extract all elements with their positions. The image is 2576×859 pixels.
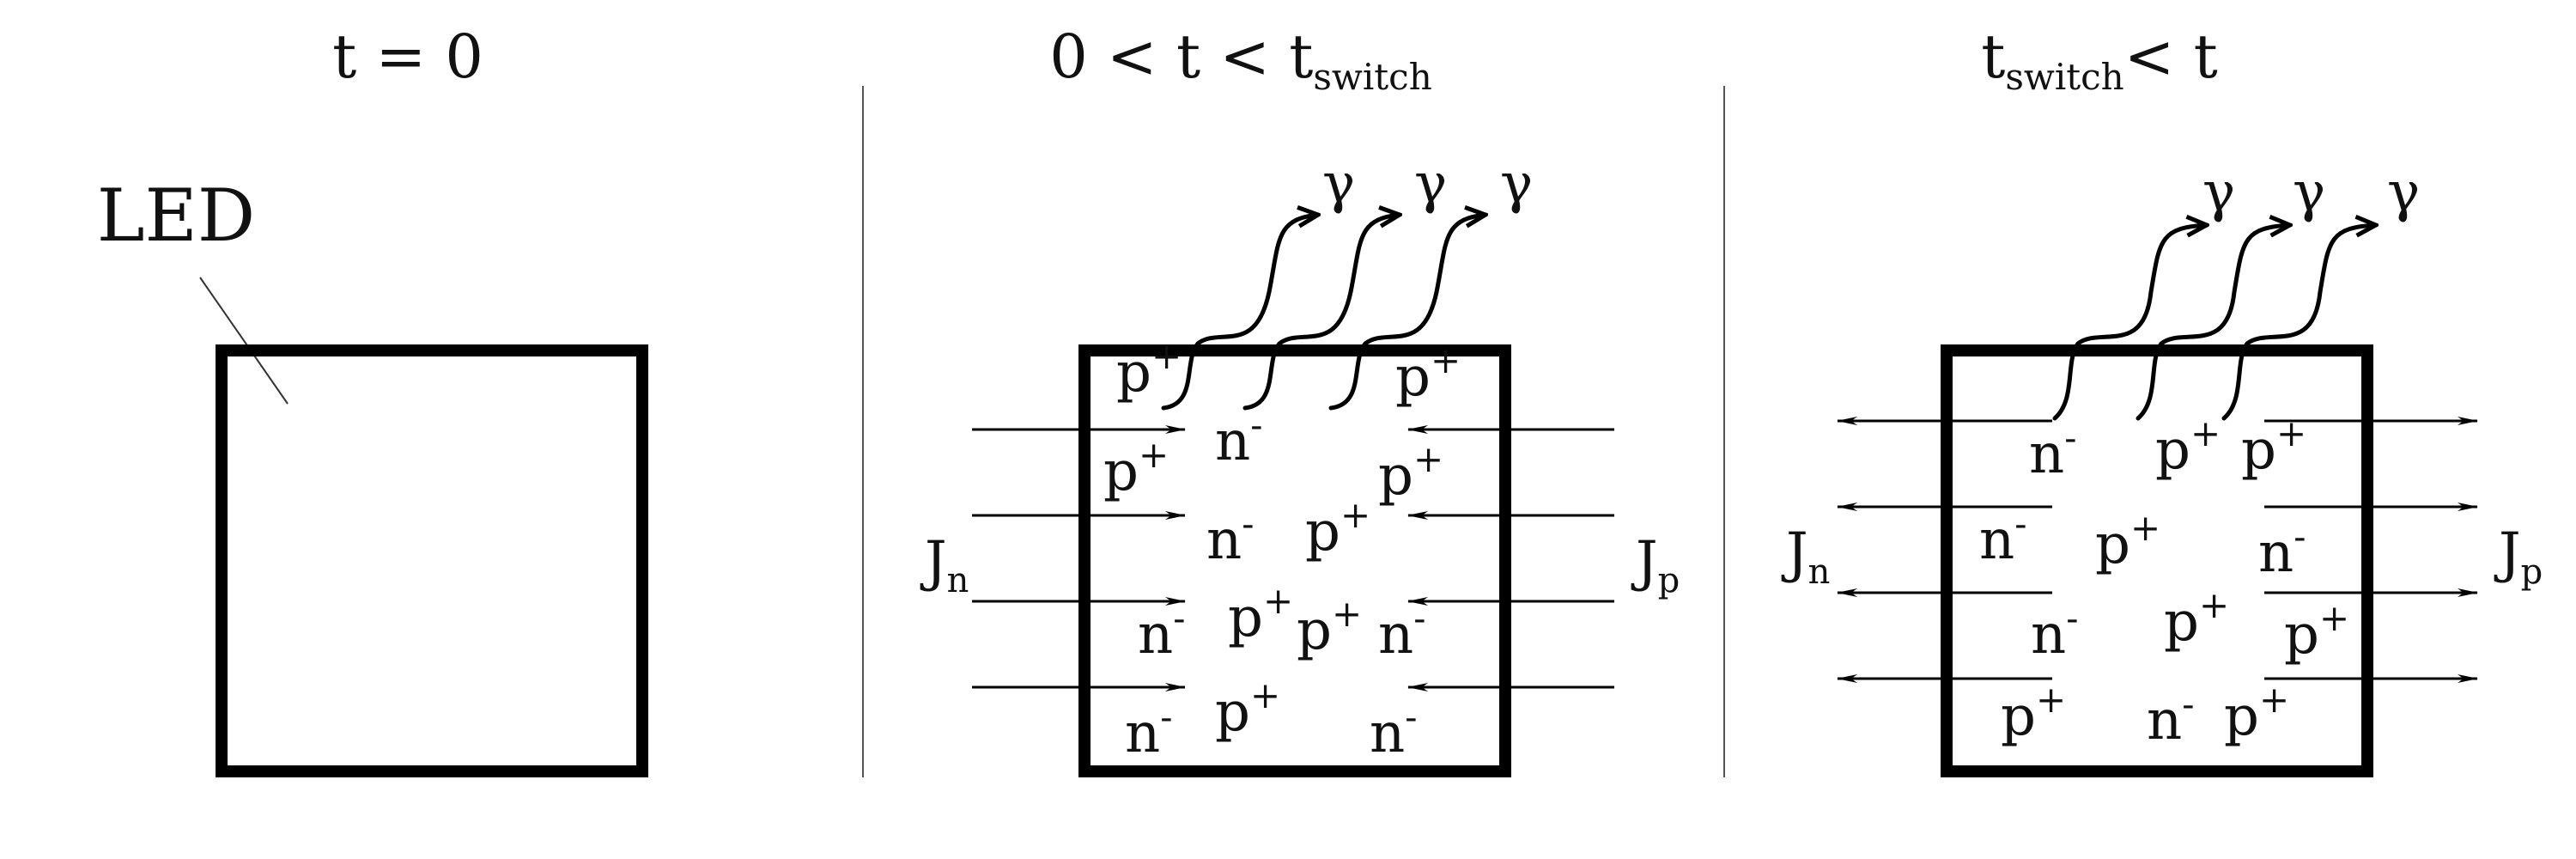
photon-symbol: γ bbox=[1322, 152, 1355, 216]
electron-carrier: n- bbox=[1125, 696, 1172, 765]
jp-arrows-inward bbox=[1407, 425, 1614, 691]
led-box bbox=[216, 344, 648, 777]
electron-carrier: n- bbox=[2258, 515, 2306, 585]
photon-wave bbox=[2221, 225, 2376, 421]
led-label: LED bbox=[97, 174, 255, 258]
panel2-title: 0 < t < tswitch bbox=[1049, 21, 1432, 98]
carriers-panel2: p+p+p+n-p+n-p+n-p+p+n-n-p+n- bbox=[1103, 335, 1461, 765]
electron-carrier: n- bbox=[1378, 597, 1425, 667]
hole-carrier: p+ bbox=[2241, 412, 2306, 482]
jp-label: Jp bbox=[1631, 530, 1680, 600]
hole-carrier: p+ bbox=[1297, 593, 1362, 662]
electron-carrier: n- bbox=[1370, 696, 1417, 765]
electron-carrier: n- bbox=[2147, 683, 2194, 752]
jp-label: Jp bbox=[2494, 521, 2543, 592]
jp-arrows-outward bbox=[2264, 417, 2478, 683]
panel1-title: t = 0 bbox=[332, 21, 483, 92]
hole-carrier: p+ bbox=[2284, 597, 2349, 667]
photon-emission: γ γ γ bbox=[1161, 152, 1533, 411]
photon-symbol: γ bbox=[2293, 161, 2325, 224]
jn-label: Jn bbox=[1781, 521, 1830, 592]
photon-emission: γ γ γ bbox=[2052, 161, 2420, 421]
jn-label: Jn bbox=[920, 530, 969, 600]
carriers-panel3: n-p+p+n-p+n-n-p+p+p+n-p+ bbox=[1979, 412, 2349, 752]
led-box-injecting bbox=[1078, 344, 1511, 777]
photon-wave bbox=[2052, 225, 2207, 421]
jn-arrows-outward bbox=[1837, 417, 2052, 683]
electron-carrier: n- bbox=[1979, 503, 2026, 572]
hole-carrier: p+ bbox=[1305, 494, 1370, 564]
photon-wave bbox=[1161, 215, 1318, 411]
hole-carrier: p+ bbox=[1395, 339, 1461, 409]
panel3-title: tswitch< t bbox=[1981, 21, 2218, 98]
electron-carrier: n- bbox=[1138, 597, 1185, 667]
panel-injection: 0 < t < tswitch Jn Jp γ γ γ p+p+p+n-p+ bbox=[920, 21, 1680, 777]
hole-carrier: p+ bbox=[1215, 674, 1280, 744]
panel-t0: t = 0 LED bbox=[97, 21, 648, 777]
electron-carrier: n- bbox=[2029, 417, 2076, 486]
photon-wave bbox=[2136, 225, 2290, 421]
photon-symbol: γ bbox=[2202, 161, 2235, 224]
hole-carrier: p+ bbox=[1116, 335, 1182, 405]
hole-carrier: p+ bbox=[2155, 412, 2221, 482]
panel-switched: tswitch< t Jn Jp γ γ γ n-p+p+n-p+n-n-p bbox=[1781, 21, 2543, 777]
hole-carrier: p+ bbox=[1103, 434, 1169, 503]
photon-symbol: γ bbox=[1414, 152, 1447, 216]
hole-carrier: p+ bbox=[1378, 438, 1443, 508]
photon-wave bbox=[1242, 215, 1400, 411]
photon-wave bbox=[1328, 215, 1485, 411]
electron-carrier: n- bbox=[1206, 503, 1254, 572]
electron-carrier: n- bbox=[2031, 597, 2078, 667]
hole-carrier: p+ bbox=[2095, 507, 2160, 576]
hole-carrier: p+ bbox=[2001, 679, 2066, 748]
hole-carrier: p+ bbox=[2224, 679, 2289, 748]
led-leader-line bbox=[199, 277, 289, 405]
hole-carrier: p+ bbox=[1228, 580, 1293, 649]
jn-arrows-inward bbox=[972, 425, 1186, 691]
photon-symbol: γ bbox=[2387, 161, 2420, 224]
photon-symbol: γ bbox=[1500, 152, 1533, 216]
hole-carrier: p+ bbox=[2164, 584, 2229, 654]
electron-carrier: n- bbox=[1215, 404, 1262, 473]
